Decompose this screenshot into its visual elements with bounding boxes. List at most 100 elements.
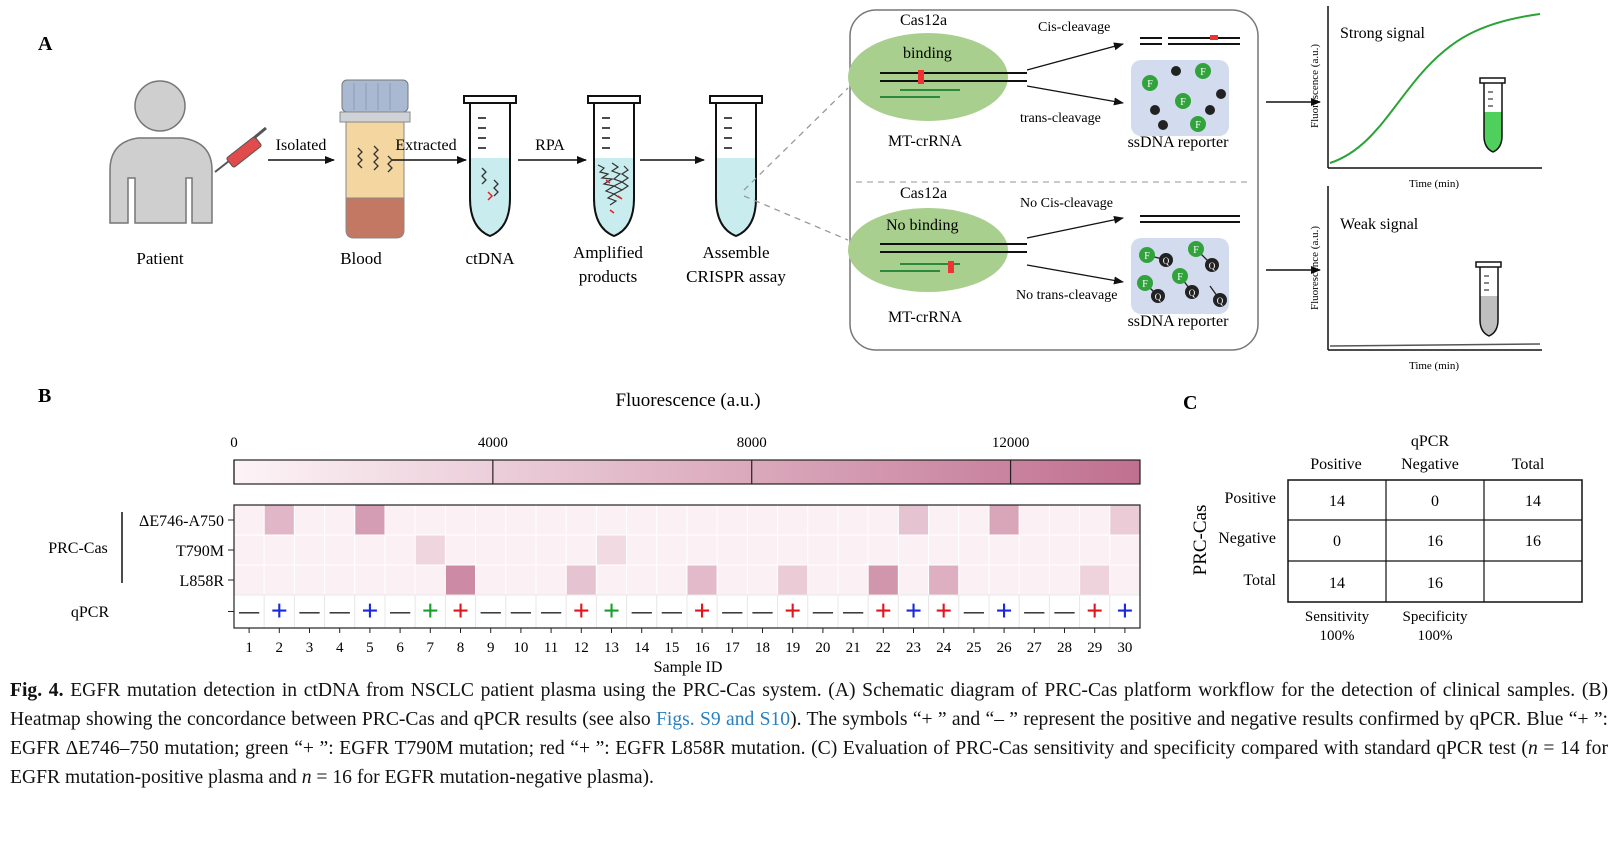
heatmap-cell [656,504,688,536]
qpcr-negative-mark: — [1023,601,1045,623]
x-tick-label: 23 [906,640,921,656]
x-tick-label: 15 [664,640,679,656]
weak-signal-ylabel: Fluorescence (a.u.) [1309,226,1321,310]
x-tick-label: 2 [276,640,284,656]
qpcr-negative-mark: — [510,601,532,623]
step-label-products: products [579,267,638,286]
upper-trans-label: trans-cleavage [1020,111,1101,126]
heatmap-cell [777,564,809,596]
qpcr-negative-mark: — [299,601,321,623]
heatmap-cell [686,504,718,536]
heatmap-cell [324,564,356,596]
amplified-tube-icon [587,95,641,238]
panel-a-letter: A [38,33,53,55]
heatmap-cell [746,564,779,596]
qpcr-cell [414,594,446,629]
heatmap-row-label: ΔE746-A750 [139,513,224,530]
qpcr-positive-mark: + [694,595,711,628]
x-tick-label: 27 [1027,640,1043,656]
svg-text:F: F [1200,67,1206,78]
qpcr-positive-mark: + [603,595,620,628]
x-tick-label: 9 [487,640,495,656]
ctdna-tube-icon [463,95,517,238]
heatmap-cell [1079,534,1111,566]
panel-b-letter: B [38,385,51,407]
heatmap-xlabel: Sample ID [654,659,723,676]
step-label-amplified: Amplified [573,243,643,262]
upper-cas12a-shape [848,33,1008,121]
svg-text:F: F [1195,120,1201,131]
heatmap: ΔE746-A750T790ML858R—+——+—++———++——+——+—… [139,504,1141,656]
caption-n-symbol-2: n [301,767,312,788]
qpcr-cell [777,594,809,629]
qpcr-negative-mark: — [721,601,743,623]
heatmap-cell [958,504,990,536]
patient-icon [109,80,213,224]
strong-signal-xlabel: Time (min) [1409,178,1459,190]
arrow-label-extracted: Extracted [395,137,456,154]
heatmap-cell [716,504,748,536]
heatmap-cell [837,534,869,566]
qpcr-negative-mark: — [842,601,864,623]
row-header-negative: Negative [1218,530,1276,547]
caption-figure-link[interactable]: Figs. S9 and S10 [656,709,791,730]
svg-text:F: F [1177,272,1183,283]
col-header-total: Total [1512,456,1545,473]
heatmap-cell [988,504,1020,536]
contingency-table [1287,479,1583,603]
heatmap-cell [1048,564,1081,596]
qpcr-negative-mark: — [631,601,653,623]
x-tick-label: 3 [306,640,314,656]
heatmap-cell [414,534,446,566]
x-tick-label: 4 [336,640,344,656]
svg-text:F: F [1193,245,1199,256]
strong-signal-ylabel: Fluorescence (a.u.) [1309,44,1321,128]
heatmap-cell [475,504,507,536]
heatmap-cell [384,534,416,566]
heatmap-cell [686,534,718,566]
tube-gray-icon [1475,261,1502,337]
cell-neg-total: 16 [1525,533,1541,550]
qpcr-positive-mark: + [905,595,922,628]
lower-trans-label: No trans-cleavage [1016,288,1117,303]
upper-reporter-label: ssDNA reporter [1128,134,1230,151]
qpcr-positive-mark: + [935,595,952,628]
lower-crrna-label: MT-crRNA [888,309,963,326]
heatmap-cell [897,564,930,596]
strong-signal-title: Strong signal [1340,25,1425,42]
upper-cas12a-label: Cas12a [900,12,947,29]
heatmap-cell [293,504,326,536]
heatmap-cell [293,564,326,596]
heatmap-cell [1079,504,1111,536]
lower-binding-label: No binding [886,217,958,234]
syringe-icon [214,126,267,173]
svg-text:Q: Q [1217,296,1224,306]
heatmap-cell [233,564,265,596]
qpcr-positive-mark: + [1116,595,1133,628]
arrow-label-isolated: Isolated [276,137,327,154]
heatmap-cell [867,564,899,596]
caption-text-2: ). The symbols “+ ” and “– ” represent t… [10,709,1608,759]
heatmap-cell [535,564,567,596]
caption-text-4: = 16 for EGFR mutation-negative plasma). [311,767,654,788]
colorbar-tick-label: 8000 [737,435,767,451]
heatmap-cell [1079,564,1111,596]
step-label-crispr-assay: CRISPR assay [686,267,786,286]
x-tick-label: 25 [966,640,981,656]
heatmap-frame [233,504,1141,629]
heatmap-cell [897,534,930,566]
x-tick-label: 19 [785,640,800,656]
prc-cas-row-group-label: PRC-Cas [1190,505,1211,576]
caption-n-symbol-1: n [1527,738,1538,759]
heatmap-cell [384,504,416,536]
heatmap-cell [777,534,809,566]
qpcr-positive-mark: + [361,595,378,628]
qpcr-positive-mark: + [784,595,801,628]
colorbar-tick-label: 12000 [992,435,1030,451]
heatmap-cell [988,534,1020,566]
heatmap-cell [535,504,567,536]
qpcr-positive-mark: + [452,595,469,628]
heatmap-cell [263,534,295,566]
lower-cas12a-label: Cas12a [900,185,947,202]
